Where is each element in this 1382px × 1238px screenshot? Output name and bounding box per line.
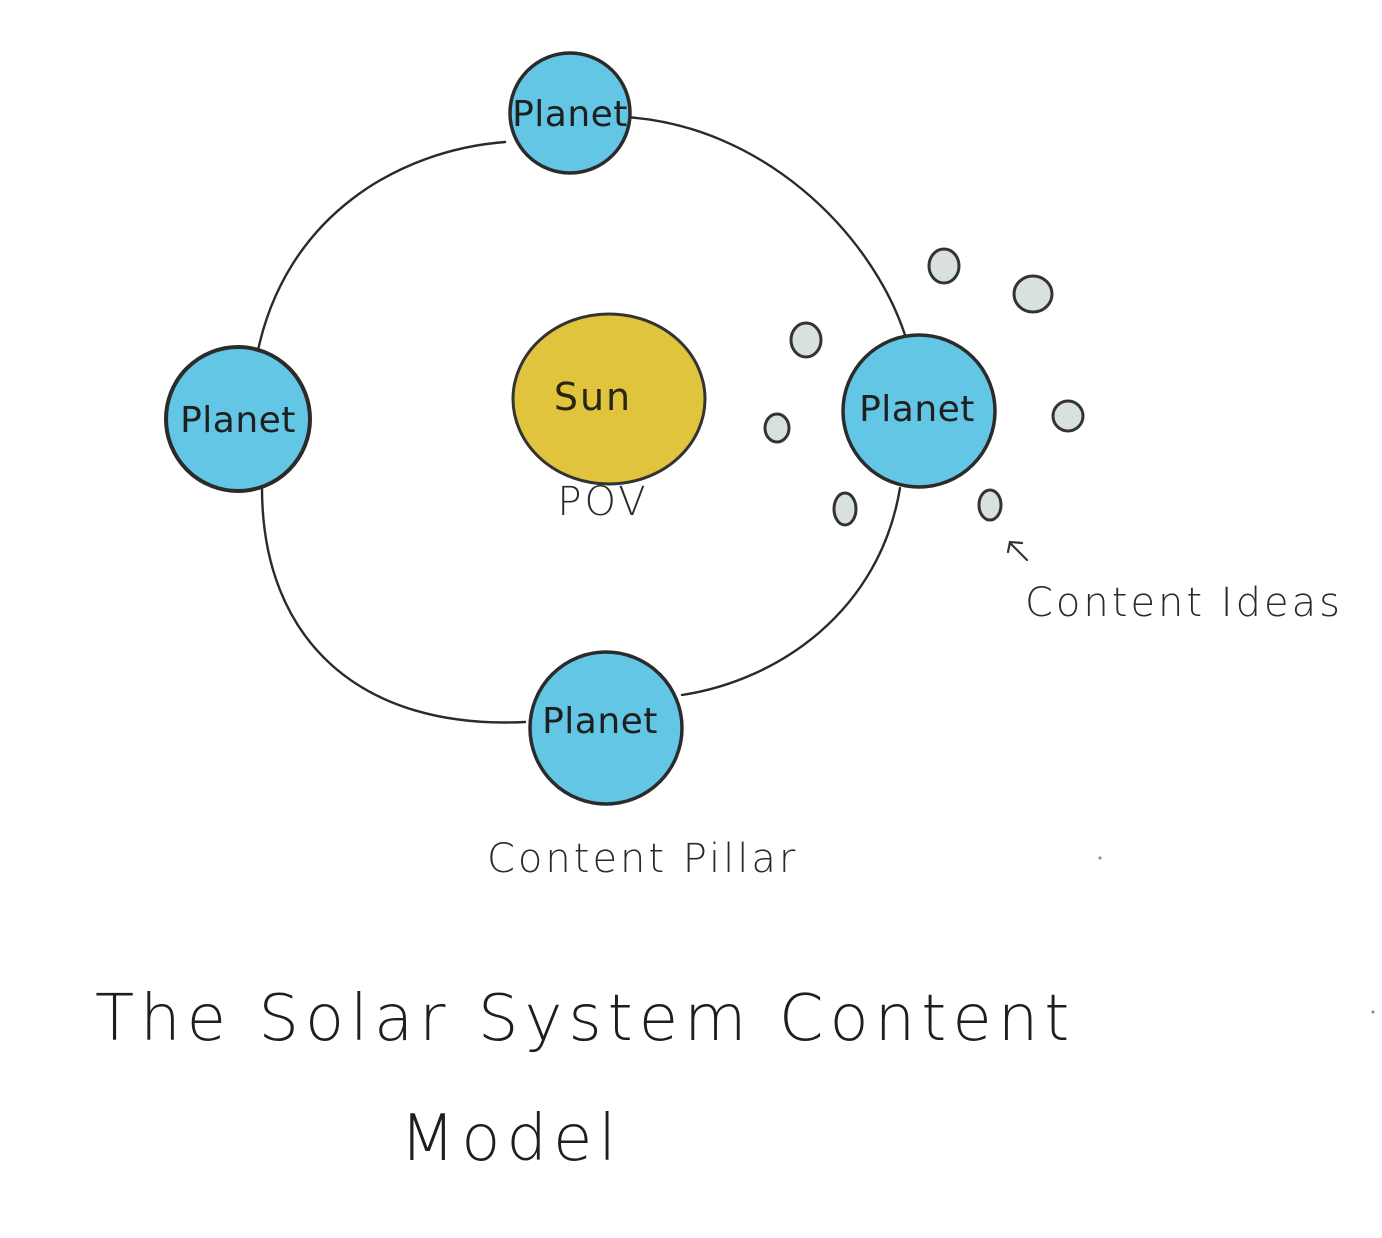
pov-caption: POV xyxy=(557,479,648,525)
stray-dot xyxy=(1098,856,1102,860)
content-idea-dot xyxy=(763,412,791,444)
orbit-path xyxy=(255,115,907,724)
content-idea-dot xyxy=(789,321,823,359)
content-idea-dot xyxy=(927,247,961,285)
content-ideas-cluster xyxy=(763,247,1085,527)
content-pillar-caption: Content Pillar xyxy=(487,836,798,882)
diagram-title-line-1: The Solar System Content xyxy=(95,982,1075,1056)
planet-label: Planet xyxy=(859,389,975,430)
content-idea-dot xyxy=(832,491,858,527)
planet-label: Planet xyxy=(512,94,628,135)
diagram-title-line-2: Model xyxy=(400,1102,622,1176)
content-idea-dot xyxy=(1051,399,1085,433)
content-idea-dot xyxy=(977,488,1003,522)
content-idea-dot xyxy=(1012,274,1054,314)
planet-circle xyxy=(508,51,632,175)
sun-circle xyxy=(511,312,707,486)
planet-circle xyxy=(164,345,312,493)
planet-left: Planet xyxy=(164,345,312,493)
sun-label: Sun xyxy=(554,375,632,419)
stray-dot xyxy=(1371,1010,1375,1014)
planet-top: Planet xyxy=(508,51,632,175)
content-ideas-caption: Content Ideas xyxy=(1025,580,1343,626)
planet-right: Planet xyxy=(841,333,997,489)
planet-bottom: Planet xyxy=(528,650,684,806)
planet-circle xyxy=(528,650,684,806)
ideas-arrow xyxy=(1006,540,1029,562)
planet-label: Planet xyxy=(542,701,658,742)
sun: Sun POV xyxy=(511,312,707,525)
planet-circle xyxy=(841,333,997,489)
planet-label: Planet xyxy=(180,400,296,441)
